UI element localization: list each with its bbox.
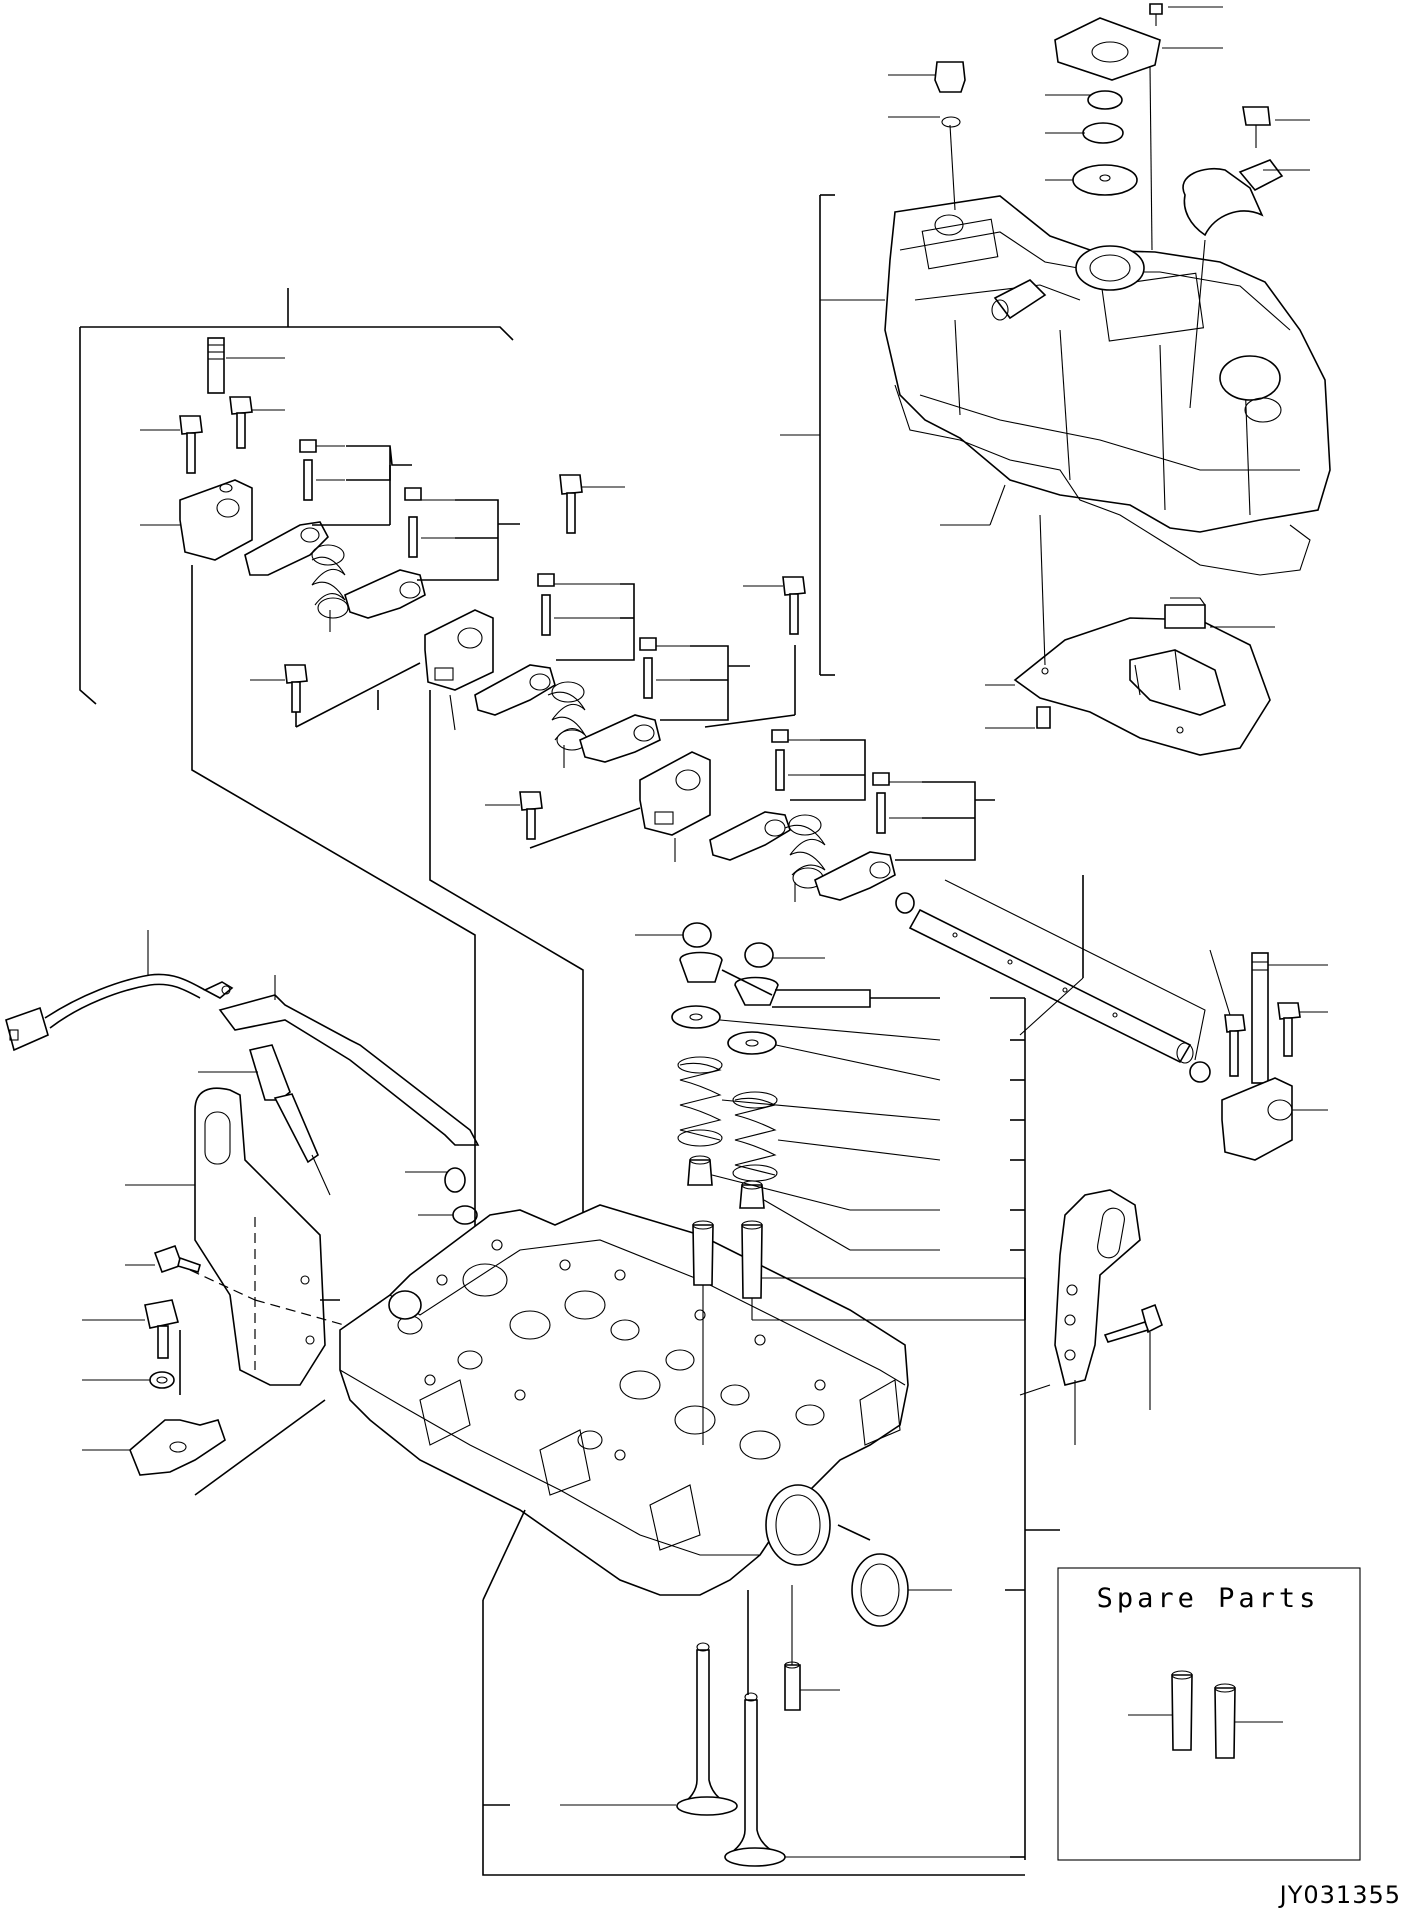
glow-plug-gasket: [452, 1205, 478, 1225]
glow-plug-sleeve: [444, 1167, 466, 1193]
valve-train-parts: [482, 922, 1060, 1876]
spring-retainer-1: [671, 1005, 721, 1029]
hanger-bolt-2: [82, 1299, 179, 1359]
breather-diaphragm: [1072, 164, 1138, 196]
connector: [5, 1006, 49, 1052]
valve-guide-1: [692, 1224, 714, 1286]
spare-parts-label: Spare Parts: [1096, 1583, 1320, 1614]
glow-plug: [198, 1044, 331, 1196]
rocker-bolt-4: [250, 662, 421, 728]
rocker-arm-6: [814, 772, 922, 901]
rocker-arm-4: [579, 637, 690, 763]
rocker-arm-assembly: [79, 288, 1328, 1161]
rocker-arm-3: [474, 573, 620, 716]
breather-ring: [1087, 90, 1123, 110]
rocker-bolt-2: [140, 415, 203, 474]
rocker-bolt-3: [559, 474, 625, 534]
rocker-bolt-6: [485, 791, 641, 849]
cover-plate-assembly: [985, 514, 1275, 756]
front-oil-seal: [851, 1553, 909, 1627]
cap-bolt: [934, 61, 966, 93]
flange-bolt: [1242, 106, 1271, 126]
spring-retainer-2: [727, 1031, 777, 1055]
spare-valve-guide-2: [1214, 1687, 1236, 1759]
valve-stem-seal-1: [687, 1159, 713, 1186]
rocker-shaft-support-2: [424, 609, 494, 731]
spare-valve-guide-1: [1171, 1674, 1193, 1751]
spare-parts-box: [1057, 1567, 1361, 1861]
hanger-bolt-1: [125, 1244, 381, 1336]
breather-cover: [1054, 17, 1161, 81]
rocker-spring-3: [784, 814, 826, 902]
valve-stem-seal-2: [739, 1184, 765, 1209]
glow-plug-lead: [218, 994, 480, 1146]
rocker-shaft-support-3: [639, 751, 711, 862]
dowel-pin: [784, 1664, 801, 1711]
rocker-bolt-1: [229, 396, 285, 449]
injector-clamp: [129, 1419, 226, 1476]
rocker-arm-1: [244, 439, 345, 576]
rocker-bolt-5: [704, 576, 806, 728]
stud-bolt: [207, 337, 285, 394]
intake-valve: [560, 1642, 738, 1816]
valve-spring-2: [732, 1091, 941, 1182]
valve-spring-1: [677, 1056, 941, 1147]
glow-plug-assembly: [5, 930, 480, 1496]
rocker-shaft: [895, 875, 1211, 1083]
head-cover-assembly: [780, 3, 1331, 676]
rocker-spring-1: [311, 544, 349, 632]
valve-guide-2: [741, 1224, 763, 1299]
harness-wire: [44, 973, 206, 1019]
cylinder-head: [339, 1204, 909, 1596]
exhaust-valve: [724, 1692, 1025, 1867]
valve-collet-1: [682, 922, 712, 948]
engine-hanger-right: [1019, 1189, 1163, 1445]
rocker-shaft-support-4: [1209, 949, 1328, 1161]
rocker-spring-2: [547, 681, 588, 768]
washer: [149, 1371, 175, 1389]
head-cover-gasket: [894, 384, 1311, 576]
hose-clamp: [1182, 168, 1264, 237]
drawing-number: JY031355: [1279, 1881, 1401, 1909]
rocker-shaft-support-1: [140, 479, 253, 561]
valve-collet-2: [744, 942, 774, 968]
rocker-arm-2: [344, 487, 455, 619]
rocker-arm-5: [709, 729, 820, 861]
